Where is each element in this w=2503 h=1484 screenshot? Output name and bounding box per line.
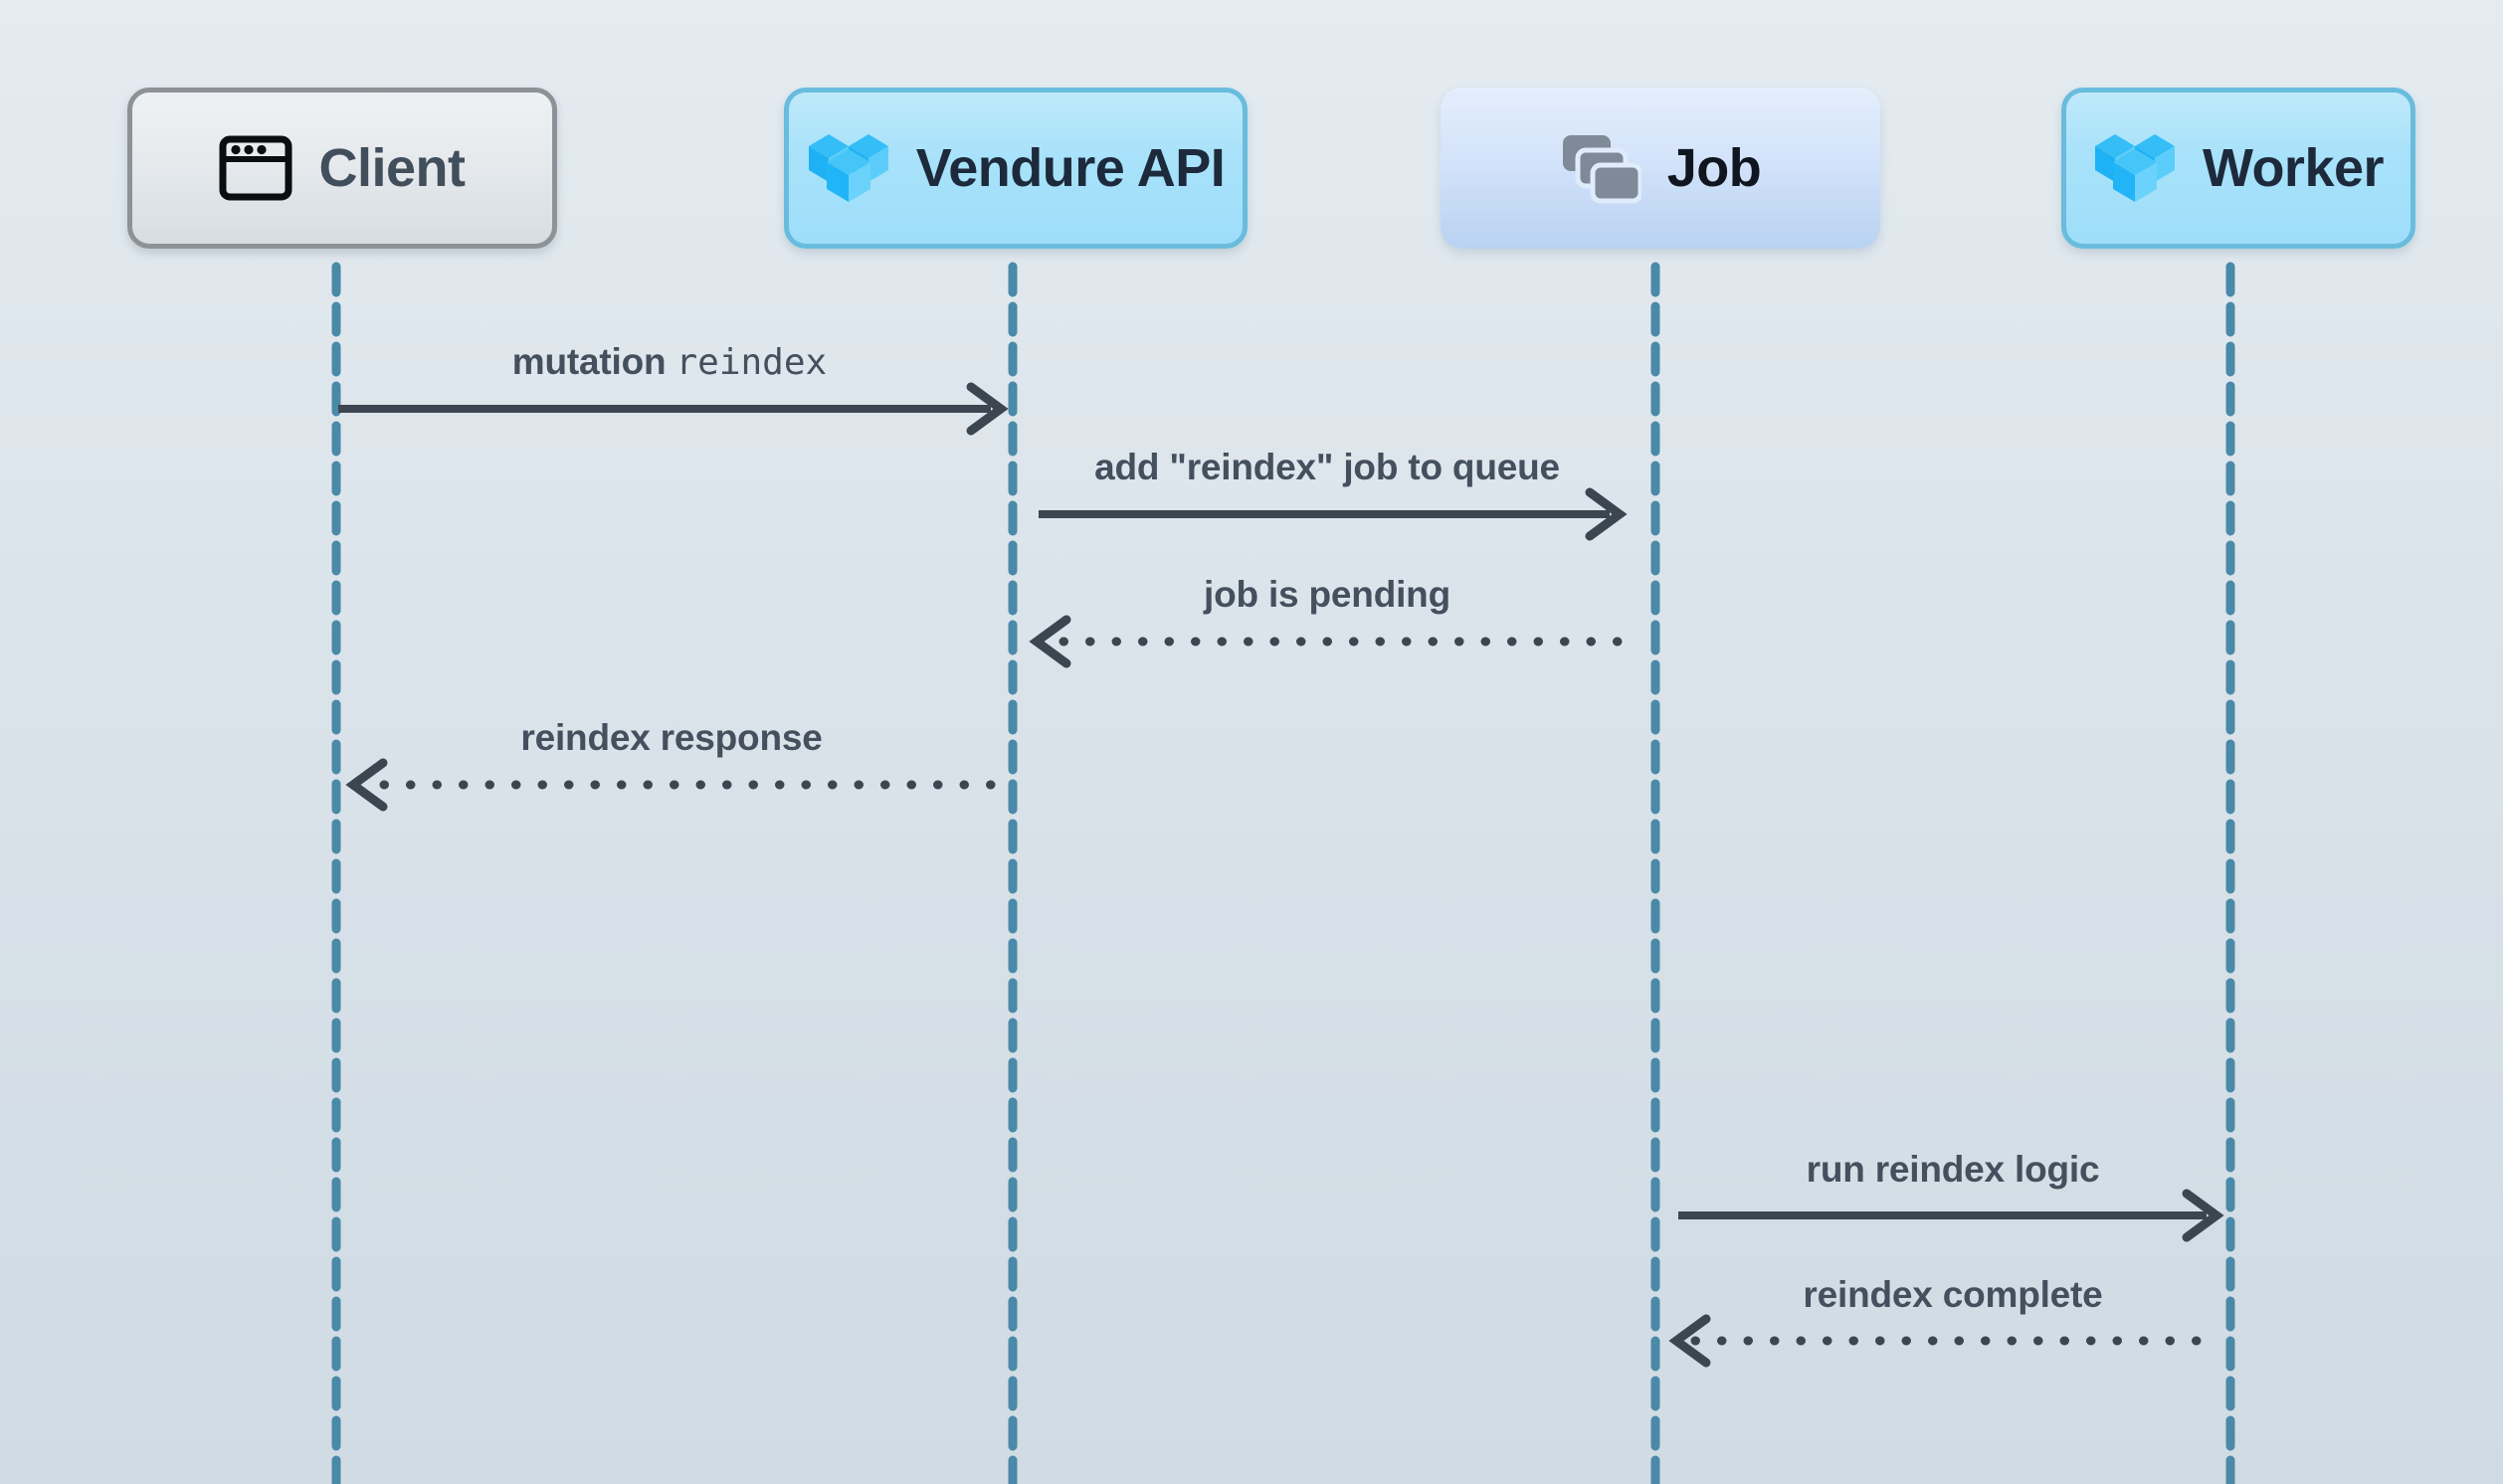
participant-job[interactable]: Job <box>1441 88 1880 249</box>
vendure-cubes-icon <box>2094 134 2175 202</box>
browser-window-icon <box>219 135 292 201</box>
message-label-mutation-reindex: mutation reindex <box>512 341 827 383</box>
vendure-cubes-icon <box>808 134 888 202</box>
arrow-head <box>1585 487 1628 541</box>
message-label-text: reindex response <box>520 717 823 758</box>
participant-label: Worker <box>2202 138 2385 198</box>
messages-group <box>338 382 2224 1368</box>
message-reindex-complete <box>1668 1314 2202 1368</box>
participant-client[interactable]: Client <box>127 88 557 249</box>
message-label-text: mutation <box>511 341 676 382</box>
message-label-reindex-complete: reindex complete <box>1803 1274 2102 1316</box>
participant-label: Client <box>318 138 466 198</box>
message-label-text: add "reindex" job to queue <box>1094 447 1560 487</box>
participant-vendure-api[interactable]: Vendure API <box>784 88 1248 249</box>
participant-label: Job <box>1666 138 1762 198</box>
message-label-text: run reindex logic <box>1806 1149 2100 1190</box>
message-add-reindex-job-to-queue <box>1039 487 1628 541</box>
message-job-is-pending <box>1029 615 1623 668</box>
message-label-reindex-response: reindex response <box>520 717 822 759</box>
arrow-head <box>966 382 1009 436</box>
message-reindex-response <box>345 758 996 812</box>
participant-label: Vendure API <box>915 138 1226 198</box>
message-mutation-reindex <box>338 382 1009 436</box>
arrow-head <box>2182 1189 2224 1242</box>
stacked-cards-icon <box>1562 135 1641 204</box>
message-run-reindex-logic <box>1678 1189 2224 1242</box>
arrow-head <box>1029 615 1071 668</box>
message-label-text: job is pending <box>1204 574 1450 615</box>
message-label-run-reindex-logic: run reindex logic <box>1807 1149 2100 1191</box>
message-label-job-is-pending: job is pending <box>1204 574 1450 616</box>
message-label-code: reindex <box>675 342 828 383</box>
lifelines-group <box>331 262 2235 1484</box>
arrow-head <box>1668 1314 1711 1368</box>
message-label-add-reindex-job-to-queue: add "reindex" job to queue <box>1094 447 1560 488</box>
message-label-text: reindex complete <box>1803 1274 2103 1315</box>
participant-worker[interactable]: Worker <box>2061 88 2415 249</box>
arrow-head <box>345 758 388 812</box>
